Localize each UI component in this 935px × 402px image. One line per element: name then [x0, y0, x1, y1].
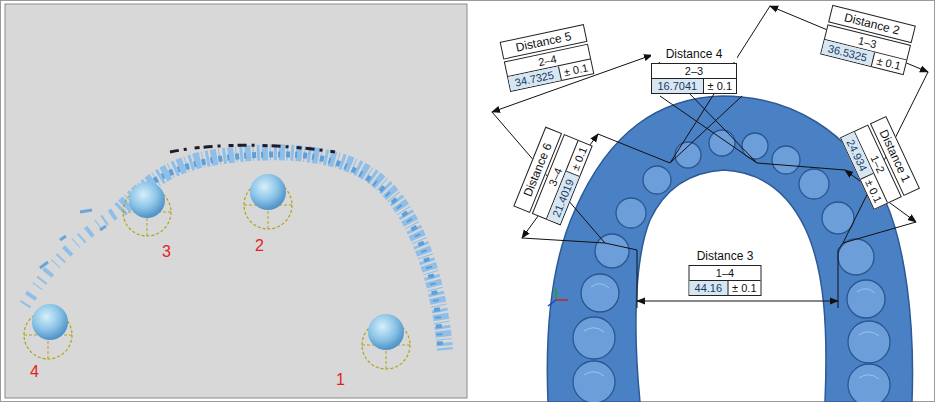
tooth	[847, 280, 885, 318]
tolerance: ± 0.1	[728, 281, 760, 295]
axis-line	[555, 288, 557, 300]
callout-table: 1–444.16± 0.1	[689, 265, 762, 296]
point-cloud	[25, 145, 445, 350]
distance-value: 44.16	[690, 281, 729, 295]
scan-panel	[5, 4, 467, 398]
distance-value: 16.7041	[652, 79, 704, 93]
extension-line	[605, 243, 843, 308]
tooth	[709, 130, 735, 156]
dimension-lines	[492, 6, 928, 308]
tooth	[595, 234, 629, 268]
tooth	[848, 364, 890, 402]
callout-title: Distance 3	[689, 248, 762, 264]
tolerance: ± 0.1	[704, 79, 736, 93]
axis-line	[548, 300, 556, 306]
axis-icon	[548, 288, 568, 306]
tooth	[616, 198, 646, 228]
sphere	[32, 304, 68, 340]
extension-line	[670, 6, 928, 243]
callout-title: Distance 4	[651, 46, 737, 62]
tooth	[573, 317, 615, 359]
value-row: 16.7041± 0.1	[652, 79, 736, 93]
teeth	[573, 130, 890, 402]
arch-body	[547, 96, 912, 402]
tooth	[799, 169, 829, 199]
extension-line	[660, 96, 757, 163]
tooth	[848, 321, 890, 363]
point-cloud-sparse	[25, 210, 120, 305]
cusp-lines	[584, 284, 879, 379]
extension-line	[492, 55, 757, 243]
sphere-number: 4	[30, 364, 39, 380]
extension-line	[757, 163, 916, 243]
tooth	[643, 166, 671, 194]
sphere	[250, 174, 286, 210]
tooth-highlights	[584, 284, 879, 379]
axis-line	[556, 299, 568, 301]
dimension-callout: Distance 42–316.7041± 0.1	[651, 46, 737, 94]
sphere	[129, 182, 165, 218]
tooth	[573, 361, 615, 402]
reference-spheres	[24, 174, 410, 369]
sphere-number: 1	[336, 372, 345, 388]
dimension-callout: Distance 31–444.16± 0.1	[689, 248, 762, 296]
tooth	[838, 239, 874, 275]
sphere-number: 2	[255, 238, 264, 254]
point-pair: 2–3	[652, 64, 736, 79]
tooth	[822, 202, 854, 234]
value-row: 44.16± 0.1	[690, 281, 761, 295]
point-cloud-specks	[40, 210, 106, 268]
point-cloud-dark	[170, 145, 335, 152]
tooth	[581, 274, 619, 312]
dimension-arrow	[637, 301, 838, 302]
point-cloud-dense	[120, 152, 445, 350]
dental-arch-model	[547, 96, 912, 402]
point-pair: 1–4	[690, 266, 761, 281]
callout-table: 2–316.7041± 0.1	[651, 63, 737, 94]
sphere	[368, 314, 404, 350]
sphere-number: 3	[162, 244, 171, 260]
tooth	[772, 146, 800, 174]
